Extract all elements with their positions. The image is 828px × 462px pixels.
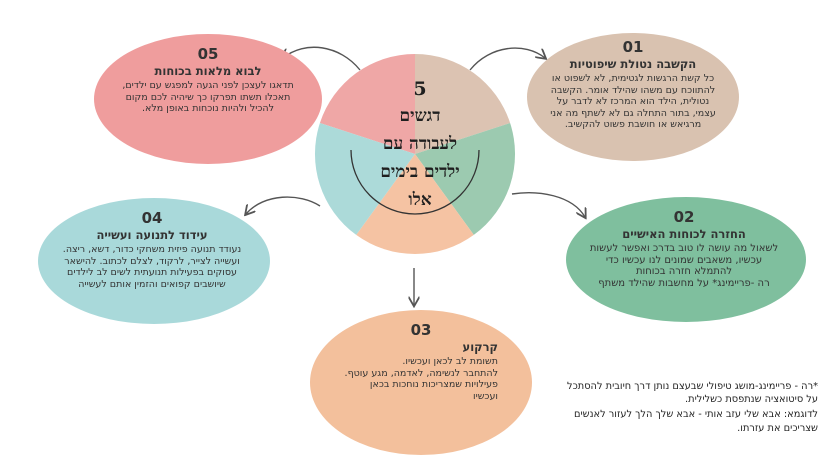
node-05-body: תדאגו לעצכן לפני הגעה למפגש עם ילדים, תא… — [122, 80, 294, 115]
node-04-heading: עידוד לתנועה ועשייה — [96, 228, 208, 242]
center-segment-green — [415, 123, 516, 235]
center-title-line-1: דגשים — [399, 106, 441, 126]
node-04: 04 עידוד לתנועה ועשייה נעודד תנועה פיזית… — [38, 198, 270, 324]
node-03-body: תשומת לב לכאן ועכשיו. להתחבר לנשימה, לאד… — [344, 356, 498, 402]
node-01-number: 01 — [622, 38, 644, 56]
node-02-body: לשאול מה עושה לו טוב בדרכ ואפשר לעשות עכ… — [589, 243, 779, 289]
node-03-heading: קרקוע — [462, 340, 498, 354]
node-01: 01 הקשבה נטולת שיפוטיות כל קשת הרגשות לג… — [527, 33, 739, 161]
node-04-body: נעודד תנועה פיזית משחקי כדור, דשא, ריצה.… — [62, 244, 242, 290]
center-number: 5 — [413, 78, 427, 100]
footnote-example: לדוגמא: אבא שלי עזב אותי - אבא שלך הלך ל… — [573, 409, 818, 434]
node-01-body: כל קשת הרגשות לגטימית, לא לשפוט או להתוו… — [550, 73, 716, 131]
center-title-line-3: ילדים בימים — [380, 162, 460, 182]
node-02-heading: החזרה לכוחות האישיים — [622, 227, 746, 241]
footnote: *רה - פריימינג-מושג טיפולי שבעצם נותן דר… — [556, 380, 818, 435]
node-02-number: 02 — [673, 208, 695, 226]
arrow-to-01 — [469, 47, 545, 71]
node-04-number: 04 — [141, 209, 163, 227]
node-03-number: 03 — [410, 321, 432, 339]
center-inner-arc — [350, 149, 480, 215]
center-title-line-2: לעבודה עם — [382, 134, 458, 154]
center-title-line-4: אלו — [408, 190, 432, 210]
center-segment-beige — [415, 54, 511, 154]
node-02: 02 החזרה לכוחות האישיים לשאול מה עושה לו… — [566, 197, 806, 322]
center-circle — [314, 54, 516, 255]
center-segment-pink — [319, 54, 415, 154]
arrow-to-04 — [246, 196, 321, 214]
node-03: 03 קרקוע תשומת לב לכאן ועכשיו. להתחבר לנ… — [310, 310, 532, 455]
node-05: 05 לבוא מלאות בכוחות תדאגו לעצכן לפני הג… — [94, 34, 322, 164]
node-05-number: 05 — [197, 45, 219, 63]
footnote-definition: *רה - פריימינג-מושג טיפולי שבעצם נותן דר… — [567, 381, 818, 406]
node-01-heading: הקשבה נטולת שיפוטיות — [569, 57, 697, 71]
arrow-to-02 — [511, 192, 585, 217]
node-05-heading: לבוא מלאות בכוחות — [154, 64, 262, 78]
center-segment-peach — [356, 154, 474, 255]
center-segment-blue — [314, 123, 415, 235]
